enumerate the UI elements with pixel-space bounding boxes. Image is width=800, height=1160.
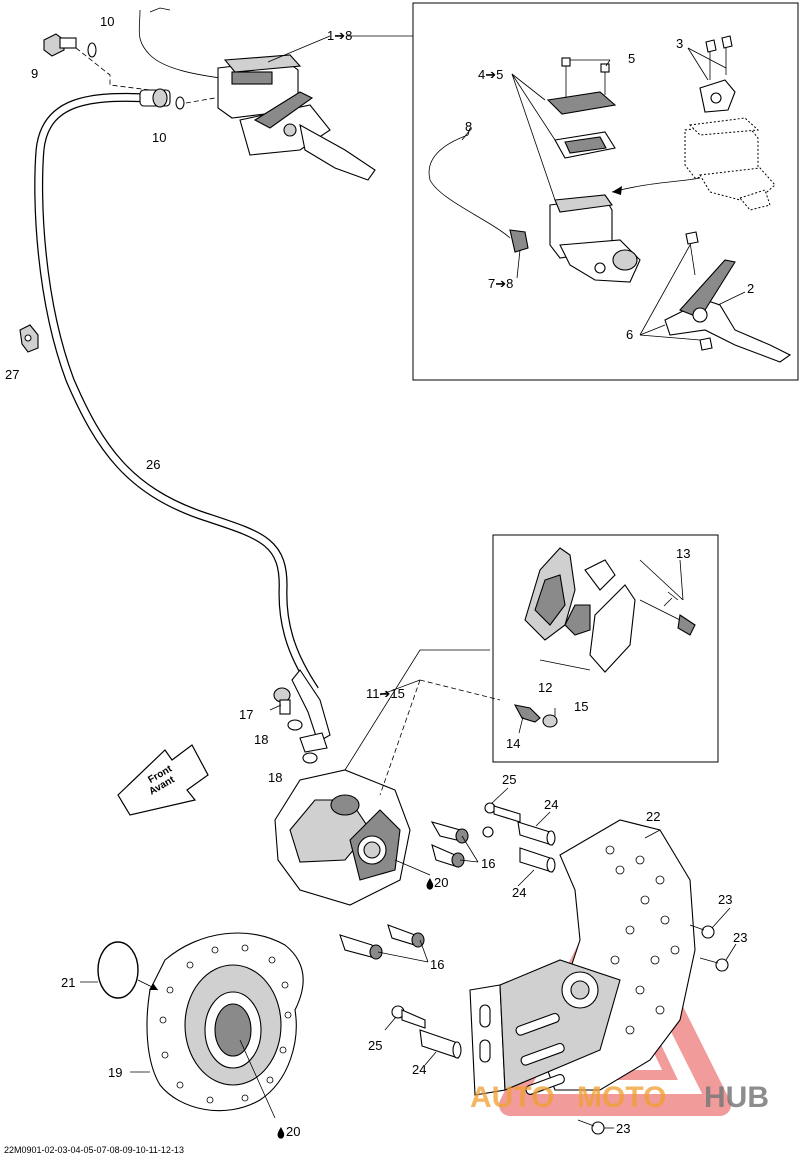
callout-13: 13	[676, 546, 690, 561]
brake-hose	[34, 88, 331, 743]
washer-10-top	[87, 42, 97, 58]
callout-12: 12	[538, 680, 552, 695]
front-direction-arrow	[117, 744, 209, 816]
fitting-bolt-17	[273, 687, 291, 715]
callout-1-8: 1➔8	[327, 28, 352, 43]
callout-10-lower: 10	[152, 130, 166, 145]
callout-2: 2	[747, 281, 754, 296]
svg-text:HUB: HUB	[704, 1081, 769, 1114]
oil-drop-icon	[277, 1127, 285, 1139]
callout-5: 5	[628, 51, 635, 66]
callout-24-a: 24	[544, 797, 558, 812]
callout-19: 19	[108, 1065, 122, 1080]
brake-pads	[524, 547, 696, 673]
brake-pad-inset-box	[492, 534, 719, 763]
callout-7-8: 7➔8	[488, 276, 513, 291]
callout-4-5: 4➔5	[478, 67, 503, 82]
drawing-code: 22M0901-02-03-04-05-07-08-09-10-11-12-13	[4, 1145, 184, 1155]
svg-text:AUTO: AUTO	[470, 1081, 554, 1114]
callout-18-lower: 18	[268, 770, 282, 785]
washer-10-lower	[175, 96, 185, 110]
inset-brake-lever	[664, 231, 792, 363]
callout-23-a: 23	[718, 892, 732, 907]
callout-9: 9	[31, 66, 38, 81]
hose-clip-27	[19, 324, 39, 353]
callout-24-b: 24	[512, 885, 526, 900]
callout-25-b: 25	[368, 1038, 382, 1053]
caliper-bolts-16	[339, 821, 469, 960]
brake-disc	[146, 932, 304, 1112]
callout-21: 21	[61, 975, 75, 990]
master-cylinder-inset-box	[412, 2, 799, 381]
callout-labels: 1➔8 2 3 4➔5 5 6 7➔8 8 9 10 10 11➔15 12 1…	[5, 14, 754, 1139]
callout-18-upper: 18	[254, 732, 268, 747]
inset-master-cylinder-body	[549, 194, 641, 283]
callout-20-disc: 20	[286, 1124, 300, 1139]
callout-25-a: 25	[502, 772, 516, 787]
callout-8: 8	[465, 119, 472, 134]
callout-11-15: 11➔15	[366, 686, 405, 701]
callout-10-top: 10	[100, 14, 114, 29]
callout-15: 15	[574, 699, 588, 714]
callout-24-c: 24	[412, 1062, 426, 1077]
callout-3: 3	[676, 36, 683, 51]
brake-caliper	[274, 769, 411, 906]
callout-17: 17	[239, 707, 253, 722]
inset-lever-bolt-and-clamp	[699, 35, 736, 113]
bleed-cap-15	[542, 714, 558, 728]
callout-23-c: 23	[616, 1121, 630, 1136]
callout-16-upper: 16	[481, 856, 495, 871]
callout-14: 14	[506, 736, 520, 751]
washer-18-upper	[287, 719, 303, 731]
oil-drop-icon	[426, 878, 434, 890]
callout-23-b: 23	[733, 930, 747, 945]
inset-brake-switch-wire	[428, 129, 529, 253]
bleed-valve-14	[513, 704, 541, 723]
callout-27: 27	[5, 367, 19, 382]
callout-16-lower: 16	[430, 957, 444, 972]
spacers-24-upper	[482, 802, 556, 873]
banjo-bolt-9	[43, 33, 77, 57]
spacer-24-lower	[391, 1005, 462, 1059]
shield-bracket	[469, 959, 621, 1096]
inset-ghost-master-cylinder	[684, 117, 776, 211]
o-ring-21	[97, 941, 139, 999]
callout-20-caliper: 20	[434, 875, 448, 890]
callout-22: 22	[646, 809, 660, 824]
svg-text:MOTO: MOTO	[577, 1081, 666, 1114]
master-cylinder-assembly	[138, 7, 376, 181]
callout-6: 6	[626, 327, 633, 342]
watermark-text: AUTO MOTO HUB	[470, 1081, 769, 1114]
callout-26: 26	[146, 457, 160, 472]
washer-18-lower	[302, 752, 318, 764]
inset-reservoir-cover	[546, 57, 617, 159]
